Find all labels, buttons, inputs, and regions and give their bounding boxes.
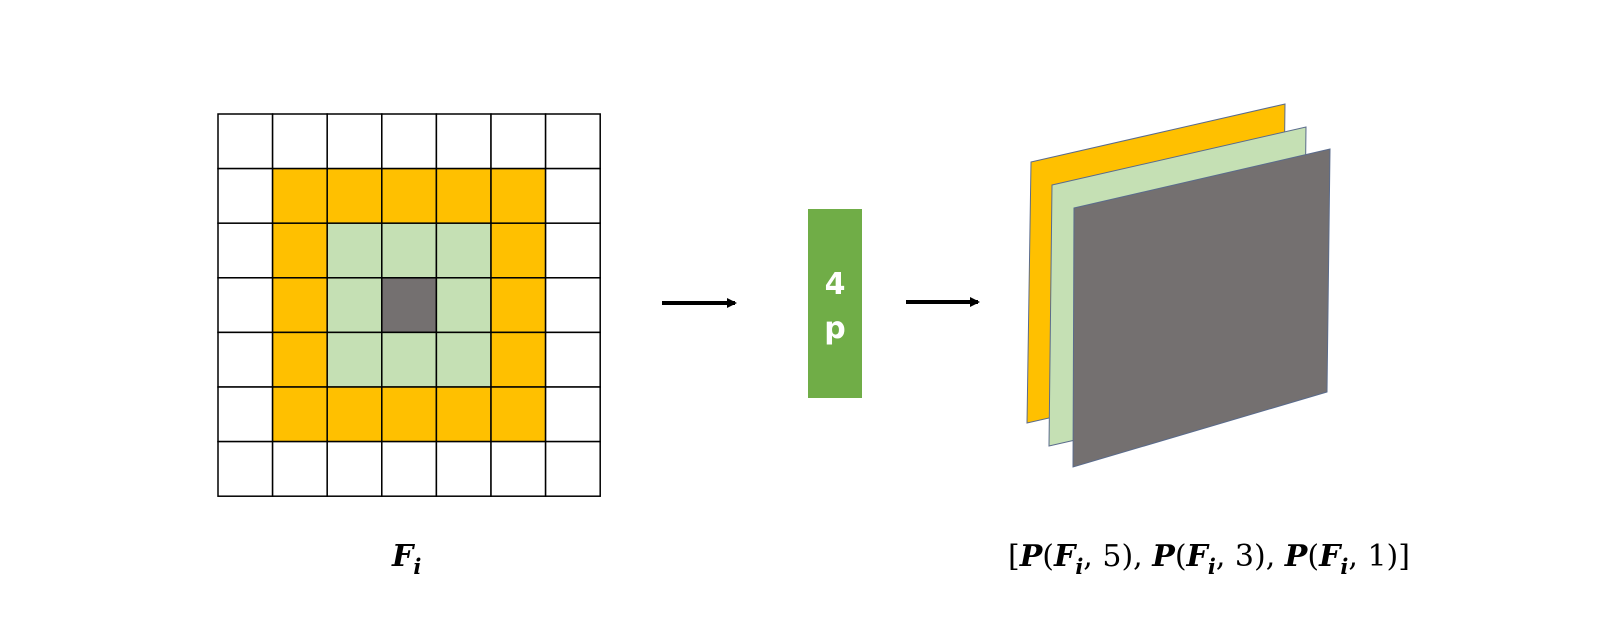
output-item-0-paren-close: ),: [1121, 539, 1152, 574]
grid-cell-green: [326, 331, 383, 388]
output-item-2-paren-open: (: [1307, 539, 1319, 574]
grid-cell-white: [217, 113, 274, 170]
grid-cell-white: [217, 277, 274, 334]
grid-cell-orange: [271, 386, 328, 443]
output-item-0-base: F: [1053, 539, 1078, 574]
grid-cell-orange: [326, 386, 383, 443]
grid-cell-white: [435, 113, 492, 170]
output-item-2-base: F: [1318, 539, 1343, 574]
grid-cell-orange: [381, 386, 438, 443]
pooling-block-label-bottom: p: [824, 311, 845, 346]
grid-cell-orange: [271, 277, 328, 334]
grid-cell-white: [381, 440, 438, 497]
grid-cell-orange: [435, 167, 492, 224]
output-item-2-func: P: [1284, 539, 1309, 574]
input-feature-label: Fi: [391, 539, 421, 579]
grid-cell-orange: [271, 222, 328, 279]
output-item-2-arg: 1: [1367, 539, 1386, 574]
output-item-1-sub: i: [1208, 554, 1216, 579]
output-item-2-comma: ,: [1348, 539, 1367, 574]
grid-cell-orange: [435, 386, 492, 443]
grid-cell-white: [217, 386, 274, 443]
pyramid-pooling-block: 4 p: [808, 209, 862, 398]
output-item-0-arg: 5: [1102, 539, 1121, 574]
grid-cell-orange: [381, 167, 438, 224]
output-item-0-sub: i: [1075, 554, 1083, 579]
output-item-1-comma: ,: [1216, 539, 1235, 574]
grid-cell-white: [217, 222, 274, 279]
grid-cell-orange: [271, 167, 328, 224]
grid-cell-white: [544, 277, 601, 334]
grid-cell-orange: [490, 386, 547, 443]
grid-cell-white: [544, 167, 601, 224]
grid-cell-green: [435, 277, 492, 334]
output-item-1-func: P: [1151, 539, 1176, 574]
grid-cell-green: [326, 277, 383, 334]
grid-cell-white: [217, 167, 274, 224]
output-item-1-arg: 3: [1235, 539, 1254, 574]
grid-cell-white: [271, 440, 328, 497]
output-item-1-paren-close: ),: [1254, 539, 1285, 574]
grid-cell-white: [544, 440, 601, 497]
grid-cell-gray: [381, 277, 438, 334]
output-feature-label: [P(Fi, 5), P(Fi, 3), P(Fi, 1)]: [1008, 539, 1410, 579]
grid-cell-white: [217, 440, 274, 497]
grid-cell-white: [271, 113, 328, 170]
grid-cell-green: [326, 222, 383, 279]
output-close-bracket: ]: [1398, 539, 1410, 574]
grid-cell-orange: [490, 331, 547, 388]
grid-cell-orange: [271, 331, 328, 388]
grid-cell-white: [490, 113, 547, 170]
grid-cell-green: [435, 331, 492, 388]
grid-cell-green: [435, 222, 492, 279]
grid-cell-white: [544, 113, 601, 170]
output-open-bracket: [: [1008, 539, 1020, 574]
grid-cell-white: [217, 331, 274, 388]
output-item-2-paren-close: ): [1387, 539, 1399, 574]
plane-gray: [1072, 148, 1331, 468]
grid-cell-green: [381, 222, 438, 279]
grid-cell-white: [435, 440, 492, 497]
pooling-block-rect: [808, 209, 862, 398]
grid-cell-white: [544, 331, 601, 388]
output-item-0-paren-open: (: [1042, 539, 1054, 574]
input-feature-subscript: i: [413, 554, 421, 579]
grid-cell-orange: [490, 167, 547, 224]
grid-cell-white: [490, 440, 547, 497]
output-item-0-func: P: [1019, 539, 1044, 574]
grid-cell-white: [544, 386, 601, 443]
feature-map-grid: [217, 113, 601, 497]
grid-cell-white: [326, 440, 383, 497]
grid-cell-orange: [490, 277, 547, 334]
input-feature-base: F: [391, 539, 416, 574]
output-item-1-paren-open: (: [1175, 539, 1187, 574]
grid-cell-green: [381, 331, 438, 388]
grid-cell-white: [326, 113, 383, 170]
output-item-1-base: F: [1186, 539, 1211, 574]
output-feature-planes: [1026, 103, 1331, 468]
grid-cell-white: [544, 222, 601, 279]
output-item-0-comma: ,: [1083, 539, 1102, 574]
grid-cell-orange: [490, 222, 547, 279]
grid-cell-orange: [326, 167, 383, 224]
pooling-block-label-top: 4: [825, 267, 846, 302]
grid-cell-white: [381, 113, 438, 170]
output-item-2-sub: i: [1340, 554, 1348, 579]
